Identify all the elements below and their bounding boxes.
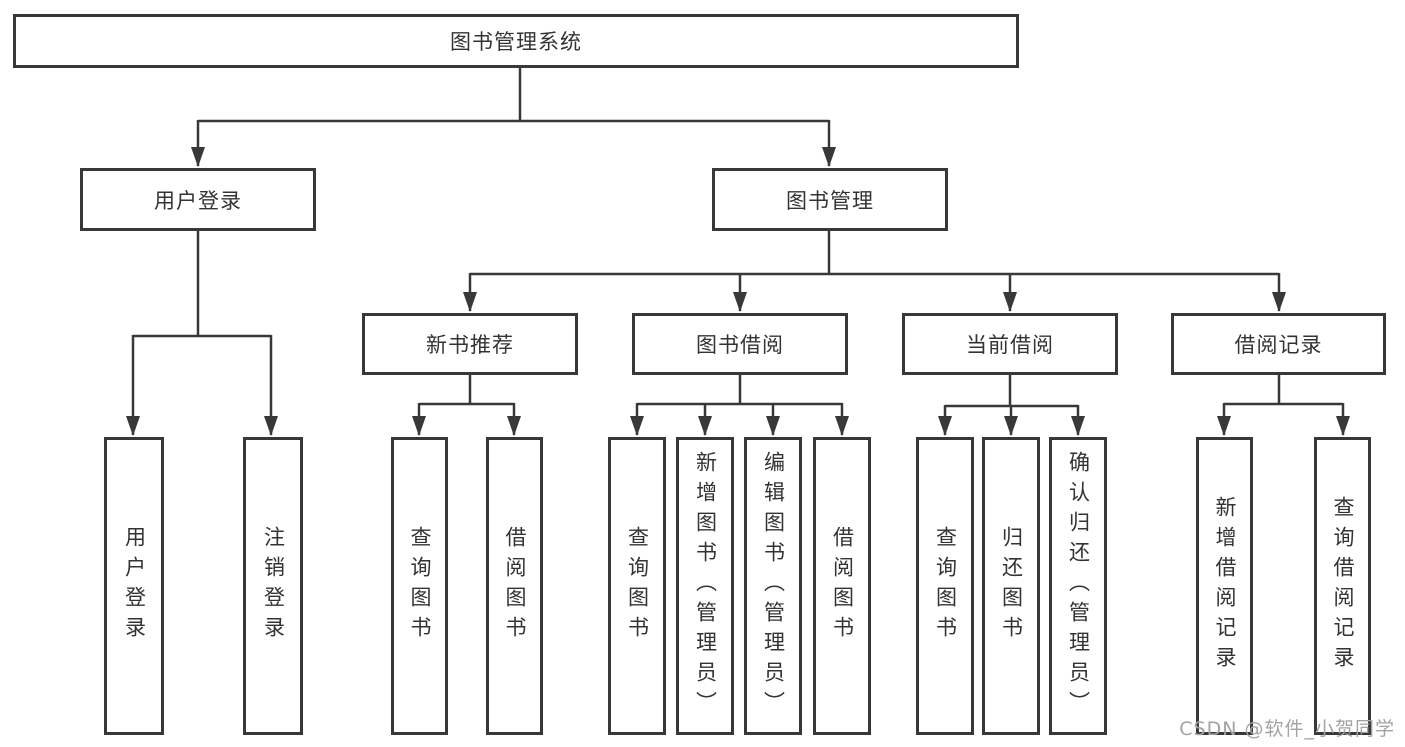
node-edit-book-admin-leaf: 编辑图书（管理员） — [744, 437, 802, 735]
node-label: 查询图书 — [408, 526, 432, 646]
node-add-book-admin-leaf: 新增图书（管理员） — [676, 437, 734, 735]
csdn-watermark: CSDN @软件_小贺同学 — [1179, 718, 1395, 740]
node-label: 注销登录 — [261, 526, 286, 646]
node-add-borrow-record-leaf: 新增借阅记录 — [1196, 437, 1253, 735]
node-query-book-leaf: 查询图书 — [391, 437, 448, 735]
node-query-borrow-record-leaf: 查询借阅记录 — [1314, 437, 1371, 735]
node-label: 确认归还（管理员） — [1066, 451, 1091, 721]
node-current-borrow: 当前借阅 — [902, 313, 1118, 375]
node-query-book-leaf: 查询图书 — [916, 437, 974, 735]
node-borrow-record: 借阅记录 — [1171, 313, 1386, 375]
node-user-login: 用户登录 — [80, 168, 316, 231]
node-label: 新增图书（管理员） — [693, 451, 718, 721]
node-borrow-book-leaf: 借阅图书 — [486, 437, 543, 735]
node-user-login-leaf: 用户登录 — [104, 437, 164, 735]
node-label: 新书推荐 — [426, 333, 514, 357]
node-label: 用户登录 — [154, 188, 242, 213]
node-label: 归还图书 — [999, 526, 1024, 646]
node-label: 查询图书 — [625, 526, 650, 646]
node-label: 用户登录 — [122, 526, 147, 646]
node-label: 图书借阅 — [696, 333, 784, 357]
node-label: 查询图书 — [933, 526, 958, 646]
node-label: 借阅图书 — [830, 526, 855, 646]
node-label: 图书管理系统 — [450, 30, 582, 54]
node-query-book-leaf: 查询图书 — [608, 437, 666, 735]
node-label: 借阅记录 — [1234, 333, 1323, 357]
node-label: 当前借阅 — [966, 333, 1054, 357]
node-new-book-recommend: 新书推荐 — [362, 313, 578, 375]
node-logout-leaf: 注销登录 — [243, 437, 303, 735]
node-root: 图书管理系统 — [13, 14, 1019, 68]
node-label: 编辑图书（管理员） — [761, 451, 786, 721]
node-book-management: 图书管理 — [712, 168, 948, 231]
node-label: 查询借阅记录 — [1331, 496, 1355, 676]
node-label: 借阅图书 — [503, 526, 527, 646]
node-book-borrow: 图书借阅 — [632, 313, 848, 375]
node-label: 图书管理 — [786, 188, 874, 213]
node-borrow-book-leaf: 借阅图书 — [813, 437, 871, 735]
node-confirm-return-admin-leaf: 确认归还（管理员） — [1049, 437, 1107, 735]
node-return-book-leaf: 归还图书 — [982, 437, 1040, 735]
node-label: 新增借阅记录 — [1213, 496, 1237, 676]
